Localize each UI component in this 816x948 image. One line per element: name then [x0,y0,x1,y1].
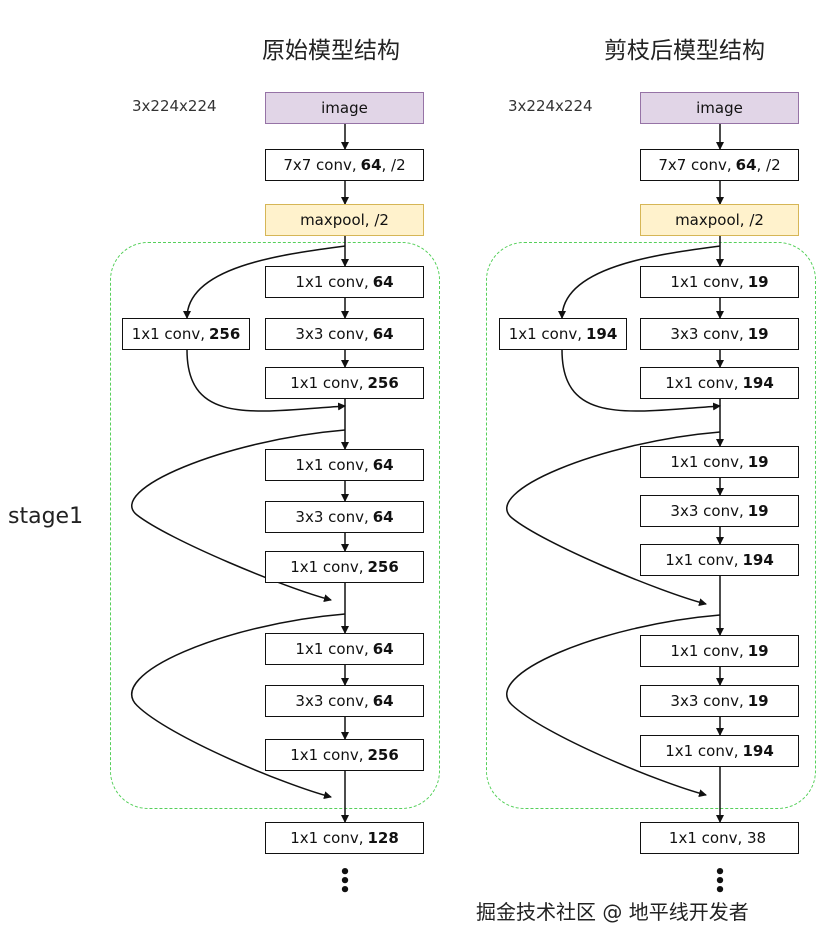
block2-conv2-left: 3x3 conv,64 [265,501,424,533]
shortcut-conv-box-right: 1x1 conv,194 [499,318,627,350]
maxpool-box-right: maxpool, /2 [640,204,799,236]
maxpool-box-left: maxpool, /2 [265,204,424,236]
block1-conv2-left: 3x3 conv,64 [265,318,424,350]
next-stage-conv-right: 1x1 conv, 38 [640,822,799,854]
block1-conv1-right: 1x1 conv,19 [640,266,799,298]
block2-conv3-right: 1x1 conv,194 [640,544,799,576]
input-size-label-right: 3x224x224 [508,97,593,115]
block2-conv2-right: 3x3 conv,19 [640,495,799,527]
block2-conv1-right: 1x1 conv,19 [640,446,799,478]
next-stage-conv-left: 1x1 conv,128 [265,822,424,854]
watermark: 掘金技术社区 @ 地平线开发者 [476,900,749,924]
block3-conv1-right: 1x1 conv,19 [640,635,799,667]
block3-conv3-left: 1x1 conv,256 [265,739,424,771]
original-model-title: 原始模型结构 [262,38,400,64]
image-input-box-right: image [640,92,799,124]
block2-conv1-left: 1x1 conv,64 [265,449,424,481]
continuation-dots-left: ••• [339,862,351,901]
stage1-label: stage1 [8,504,84,529]
block3-conv2-left: 3x3 conv,64 [265,685,424,717]
input-size-label-left: 3x224x224 [132,97,217,115]
block1-conv1-left: 1x1 conv,64 [265,266,424,298]
shortcut-conv-box-left: 1x1 conv,256 [122,318,250,350]
block1-conv3-left: 1x1 conv,256 [265,367,424,399]
block1-conv2-right: 3x3 conv,19 [640,318,799,350]
block1-conv3-right: 1x1 conv,194 [640,367,799,399]
stage1-region-left [110,242,440,809]
continuation-dots-right: ••• [714,862,726,901]
image-input-box-left: image [265,92,424,124]
conv7x7-box-right: 7x7 conv,64, /2 [640,149,799,181]
block3-conv3-right: 1x1 conv,194 [640,735,799,767]
block2-conv3-left: 1x1 conv,256 [265,551,424,583]
conv7x7-box-left: 7x7 conv,64, /2 [265,149,424,181]
block3-conv1-left: 1x1 conv,64 [265,633,424,665]
block3-conv2-right: 3x3 conv,19 [640,685,799,717]
pruned-model-title: 剪枝后模型结构 [604,38,765,64]
